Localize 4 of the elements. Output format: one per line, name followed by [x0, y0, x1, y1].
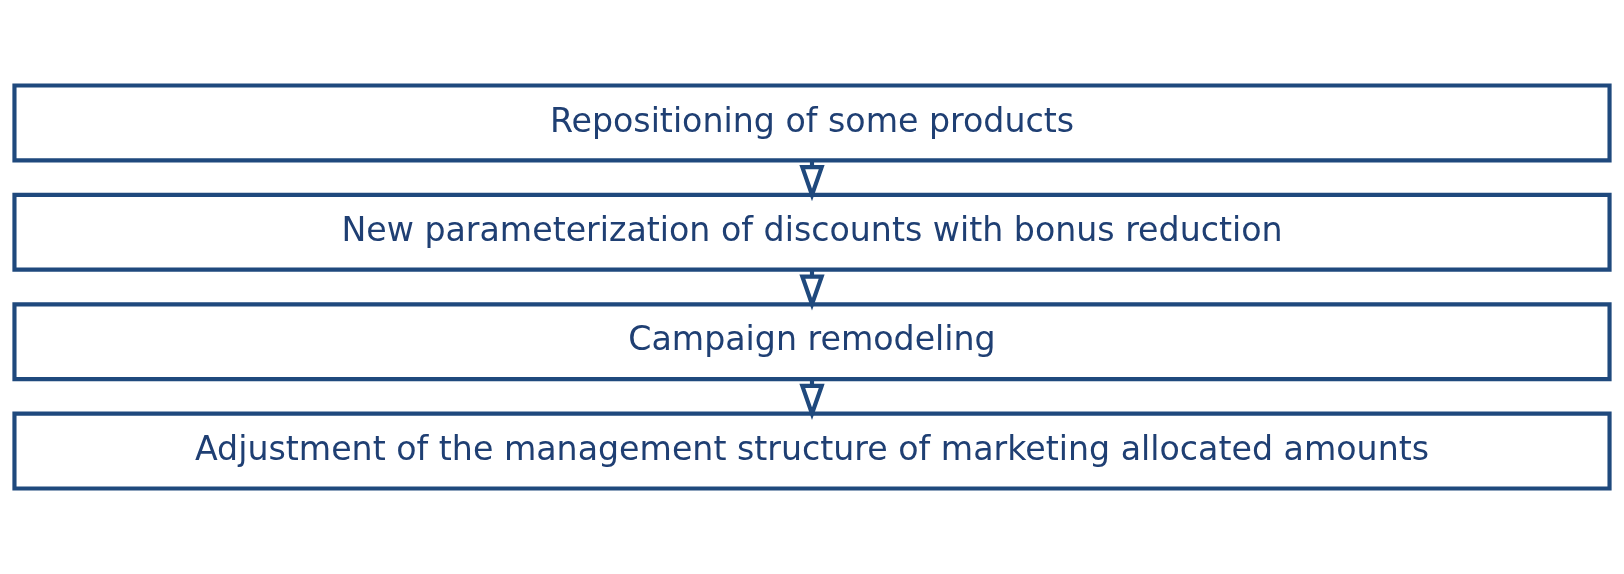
- node-box: Campaign remodeling: [12, 302, 1612, 382]
- node-box: New parameterization of discounts with bonus reduction: [12, 192, 1612, 272]
- node-box: Repositioning of some products: [12, 83, 1612, 163]
- node-box: Adjustment of the management structure of marketing allocated amounts: [12, 411, 1612, 491]
